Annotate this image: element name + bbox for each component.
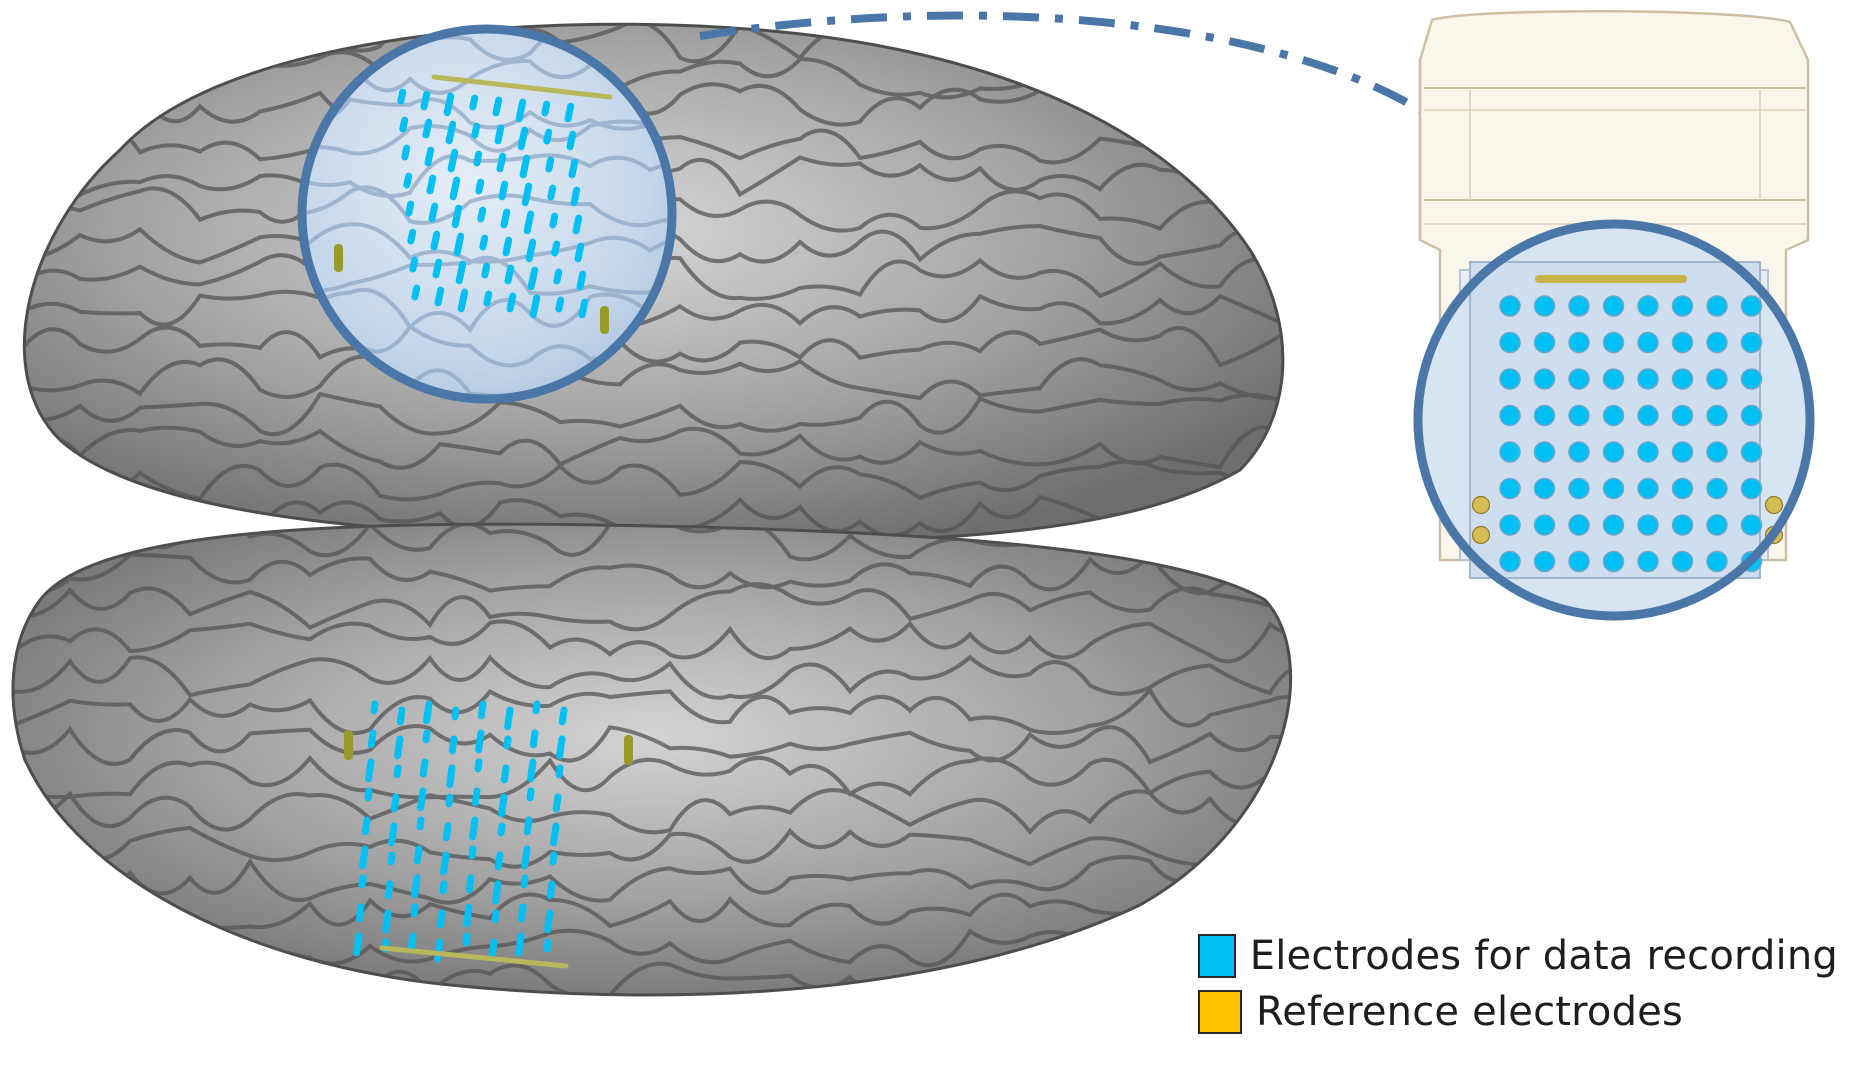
recording-electrode [1500, 369, 1520, 389]
recording-electrode [1535, 479, 1555, 499]
recording-electrode [1604, 333, 1624, 353]
legend-item-reference: Reference electrodes [1198, 984, 1838, 1040]
recording-electrode [1673, 296, 1693, 316]
recording-electrode [1569, 552, 1589, 572]
recording-electrode [1638, 515, 1658, 535]
brain-top-hemisphere [20, 22, 1340, 541]
recording-electrode [1500, 333, 1520, 353]
reference-electrode [624, 735, 633, 765]
recording-electrode [1569, 442, 1589, 462]
legend-item-recording: Electrodes for data recording [1198, 928, 1838, 984]
recording-electrode [1500, 406, 1520, 426]
reference-electrode [1473, 497, 1490, 514]
recording-electrode [1742, 442, 1762, 462]
recording-electrode [1673, 479, 1693, 499]
recording-electrode [1707, 333, 1727, 353]
recording-electrode [1500, 442, 1520, 462]
recording-electrode [1742, 479, 1762, 499]
reference-electrode [344, 730, 353, 760]
recording-electrode [1707, 552, 1727, 572]
recording-electrode [1742, 515, 1762, 535]
recording-electrode [1673, 515, 1693, 535]
recording-electrode [1673, 442, 1693, 462]
recording-electrode [1569, 479, 1589, 499]
recording-electrode [1569, 515, 1589, 535]
recording-electrode [1707, 406, 1727, 426]
recording-electrode [1604, 406, 1624, 426]
recording-electrode [1569, 333, 1589, 353]
recording-electrode [1673, 333, 1693, 353]
recording-electrode [1707, 479, 1727, 499]
recording-electrode [1673, 369, 1693, 389]
recording-electrode [1707, 442, 1727, 462]
recording-electrode [1742, 406, 1762, 426]
recording-electrode [1604, 296, 1624, 316]
recording-electrode [1500, 296, 1520, 316]
recording-electrode [1638, 479, 1658, 499]
recording-electrode [1569, 296, 1589, 316]
recording-electrode [1500, 515, 1520, 535]
recording-electrode [1569, 369, 1589, 389]
implant-magnifier-circle [1418, 224, 1810, 616]
recording-electrode [1707, 296, 1727, 316]
recording-electrode [1673, 406, 1693, 426]
recording-electrode [1604, 552, 1624, 572]
brain-bottom-hemisphere [10, 519, 1330, 1001]
recording-electrode [1535, 369, 1555, 389]
recording-electrode [1673, 552, 1693, 572]
recording-electrode [1742, 296, 1762, 316]
recording-electrode [1535, 515, 1555, 535]
recording-electrode [1500, 552, 1520, 572]
reference-electrode-bar [1535, 275, 1687, 283]
recording-electrode [1604, 479, 1624, 499]
reference-electrode [1766, 497, 1783, 514]
recording-electrode [1535, 406, 1555, 426]
legend: Electrodes for data recording Reference … [1198, 928, 1838, 1040]
recording-electrode [1707, 515, 1727, 535]
recording-electrode [1638, 333, 1658, 353]
recording-electrode [1500, 479, 1520, 499]
recording-electrode [1638, 406, 1658, 426]
recording-electrode [1535, 333, 1555, 353]
recording-electrode [1742, 369, 1762, 389]
recording-swatch [1198, 934, 1236, 978]
recording-electrode [1707, 369, 1727, 389]
reference-swatch [1198, 990, 1242, 1034]
recording-electrode [1638, 442, 1658, 462]
recording-electrode [1535, 552, 1555, 572]
recording-electrode [1638, 369, 1658, 389]
reference-electrode [1473, 527, 1490, 544]
recording-electrode [1535, 296, 1555, 316]
reference-electrode [600, 306, 609, 334]
legend-label-reference: Reference electrodes [1256, 989, 1683, 1035]
recording-electrode [1604, 515, 1624, 535]
recording-electrode [1604, 369, 1624, 389]
recording-electrode [1604, 442, 1624, 462]
recording-electrode [1569, 406, 1589, 426]
recording-electrode [1535, 442, 1555, 462]
legend-label-recording: Electrodes for data recording [1250, 933, 1838, 979]
recording-electrode [1638, 552, 1658, 572]
recording-electrode [1742, 333, 1762, 353]
reference-electrode [334, 244, 343, 272]
recording-electrode [1638, 296, 1658, 316]
